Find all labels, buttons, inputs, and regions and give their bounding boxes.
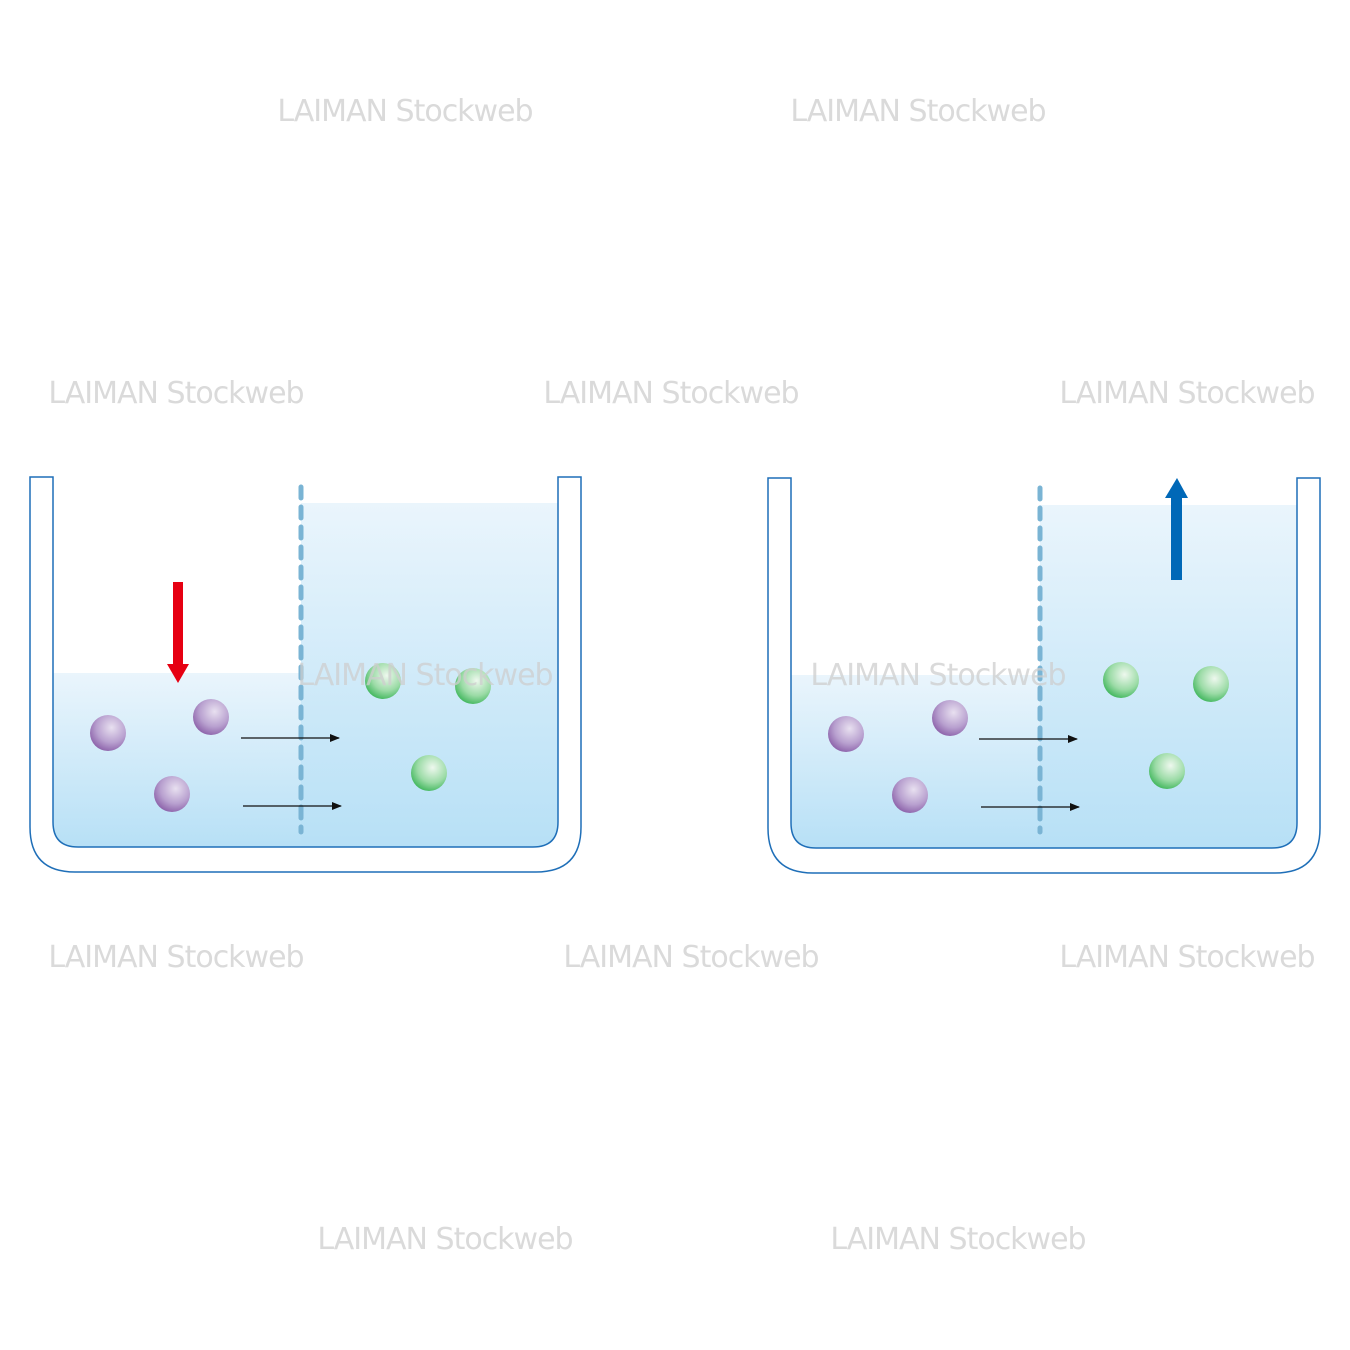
blue-up-arrow-icon <box>1165 478 1188 580</box>
beaker-wall <box>29 476 582 873</box>
liquid-left-low <box>791 675 1040 848</box>
liquid-left-low <box>53 673 301 847</box>
solute-particle-purple <box>932 700 968 736</box>
beaker-before <box>29 476 582 873</box>
watermark: LAIMAN Stockweb <box>810 658 1065 693</box>
watermark: LAIMAN Stockweb <box>563 940 818 975</box>
solute-particle-purple <box>828 716 864 752</box>
solute-particle-purple <box>154 776 190 812</box>
solute-particle-purple <box>892 777 928 813</box>
liquid-right-high <box>1040 505 1297 848</box>
solute-particle-green <box>455 668 491 704</box>
solute-particle-green <box>1149 753 1185 789</box>
solute-particle-purple <box>193 699 229 735</box>
solute-particle-green <box>1193 666 1229 702</box>
watermark: LAIMAN Stockweb <box>317 1222 572 1257</box>
red-down-arrow-icon <box>167 582 189 683</box>
watermark: LAIMAN Stockweb <box>830 1222 1085 1257</box>
beaker-wall <box>767 477 1321 874</box>
watermark: LAIMAN Stockweb <box>790 94 1045 129</box>
watermark: LAIMAN Stockweb <box>543 376 798 411</box>
solute-particle-green <box>411 755 447 791</box>
solute-particle-green <box>1103 662 1139 698</box>
solute-particle-purple <box>90 715 126 751</box>
watermark: LAIMAN Stockweb <box>1059 940 1314 975</box>
watermark: LAIMAN Stockweb <box>297 658 552 693</box>
watermarks: LAIMAN Stockweb LAIMAN Stockweb LAIMAN S… <box>48 94 1315 1257</box>
beaker-after <box>767 477 1321 874</box>
watermark: LAIMAN Stockweb <box>48 940 303 975</box>
watermark: LAIMAN Stockweb <box>1059 376 1314 411</box>
watermark: LAIMAN Stockweb <box>48 376 303 411</box>
solute-particle-green <box>365 663 401 699</box>
watermark: LAIMAN Stockweb <box>277 94 532 129</box>
